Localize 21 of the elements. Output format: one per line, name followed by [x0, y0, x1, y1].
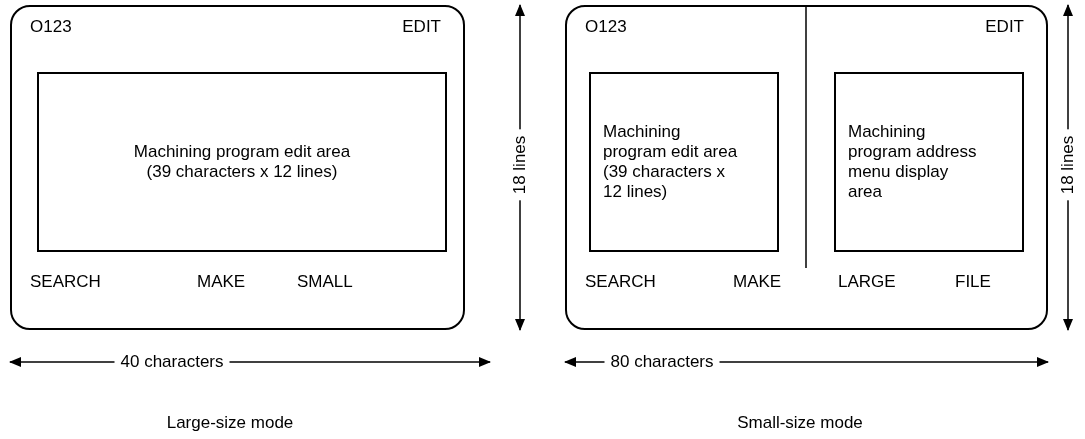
header-label: O123: [30, 17, 72, 37]
screen-outline: [565, 5, 1048, 330]
soft-key-label: MAKE: [197, 272, 246, 292]
mode-caption: Small-size mode: [737, 413, 863, 433]
area-description: Machining program edit area (39 characters x 12 lines): [603, 122, 738, 202]
area-description: Machining program edit area (39 characters x 12 lines): [132, 142, 352, 182]
display-area-box: [834, 72, 1024, 252]
display-area-box: [589, 72, 779, 252]
soft-key-label: MAKE: [733, 272, 782, 292]
screen-outline: [10, 5, 465, 330]
soft-key-label: SEARCH: [585, 272, 656, 292]
header-label: O123: [585, 17, 627, 37]
display-area-box: [37, 72, 447, 252]
header-label: EDIT: [985, 17, 1024, 37]
soft-key-label: FILE: [955, 272, 991, 292]
soft-key-label: SMALL: [297, 272, 353, 292]
area-description: Machining program address menu display area: [848, 122, 978, 202]
soft-key-label: LARGE: [838, 272, 896, 292]
mode-caption: Large-size mode: [166, 413, 294, 433]
header-label: EDIT: [402, 17, 441, 37]
soft-key-label: SEARCH: [30, 272, 101, 292]
